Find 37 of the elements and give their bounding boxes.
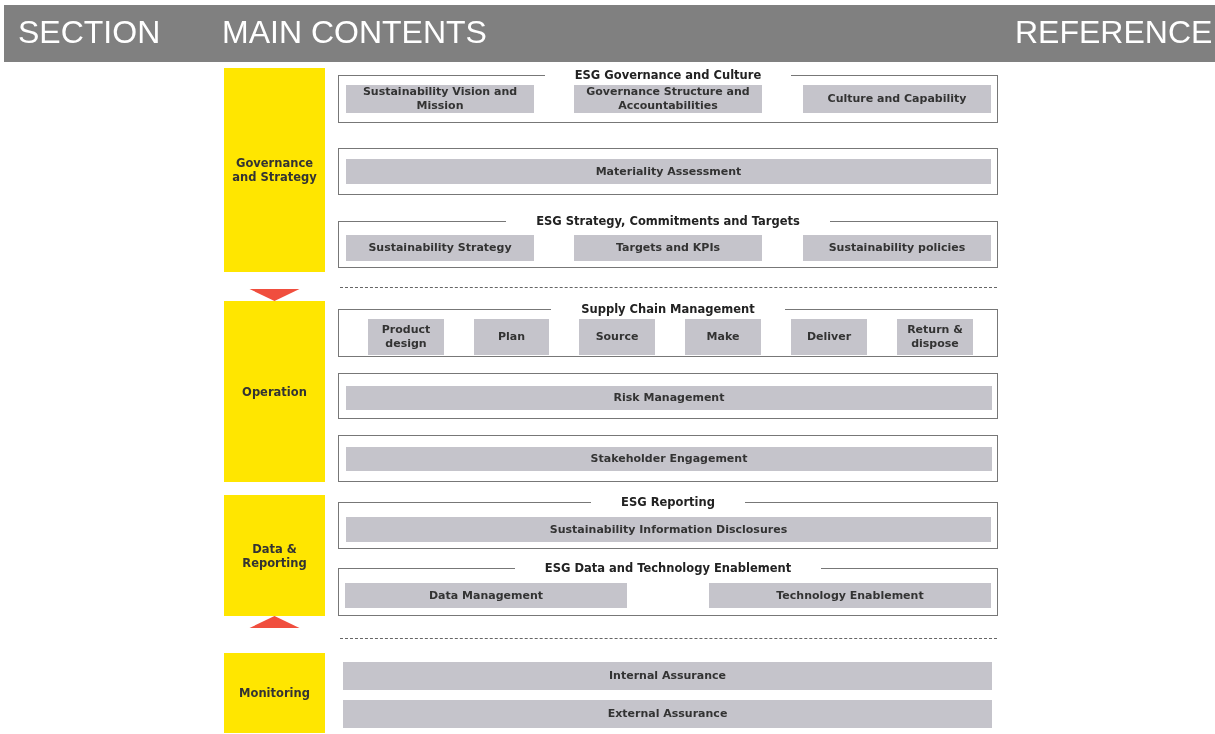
component-box: Risk Management	[346, 386, 992, 410]
group-heading: ESG Governance and Culture	[544, 68, 792, 82]
component-box: Culture and Capability	[803, 85, 991, 113]
component-box: Product design	[368, 319, 444, 355]
column-header: REFERENCE	[1015, 14, 1213, 50]
component-box: Data Management	[345, 583, 627, 608]
section-box: Data & Reporting	[224, 495, 325, 616]
component-box: Return & dispose	[897, 319, 973, 355]
component-box: Plan	[474, 319, 549, 355]
column-header: MAIN CONTENTS	[222, 14, 487, 50]
section-box: Governance and Strategy	[224, 68, 325, 272]
group-heading: ESG Data and Technology Enablement	[514, 561, 822, 575]
component-box: Sustainability Information Disclosures	[346, 517, 991, 542]
component-box: Governance Structure and Accountabilities	[574, 85, 762, 113]
section-box: Operation	[224, 301, 325, 482]
component-box: Targets and KPIs	[574, 235, 762, 261]
arrow	[249, 289, 300, 301]
component-box: Internal Assurance	[343, 662, 992, 690]
component-box: External Assurance	[343, 700, 992, 728]
group-heading: ESG Strategy, Commitments and Targets	[506, 214, 830, 228]
component-box: Materiality Assessment	[346, 159, 991, 184]
component-box: Sustainability Vision and Mission	[346, 85, 534, 113]
component-box: Deliver	[791, 319, 867, 355]
component-box: Source	[579, 319, 655, 355]
group-frame	[338, 373, 998, 419]
component-box: Technology Enablement	[709, 583, 991, 608]
component-box: Stakeholder Engagement	[346, 447, 992, 471]
section-box: Monitoring	[224, 653, 325, 733]
group-heading: Supply Chain Management	[551, 302, 785, 316]
component-box: Sustainability Strategy	[346, 235, 534, 261]
column-header: SECTION	[18, 14, 161, 50]
group-frame	[338, 148, 998, 195]
component-box: Make	[685, 319, 761, 355]
arrow	[249, 616, 300, 628]
group-heading: ESG Reporting	[591, 495, 745, 509]
component-box: Sustainability policies	[803, 235, 991, 261]
group-frame	[338, 435, 998, 482]
